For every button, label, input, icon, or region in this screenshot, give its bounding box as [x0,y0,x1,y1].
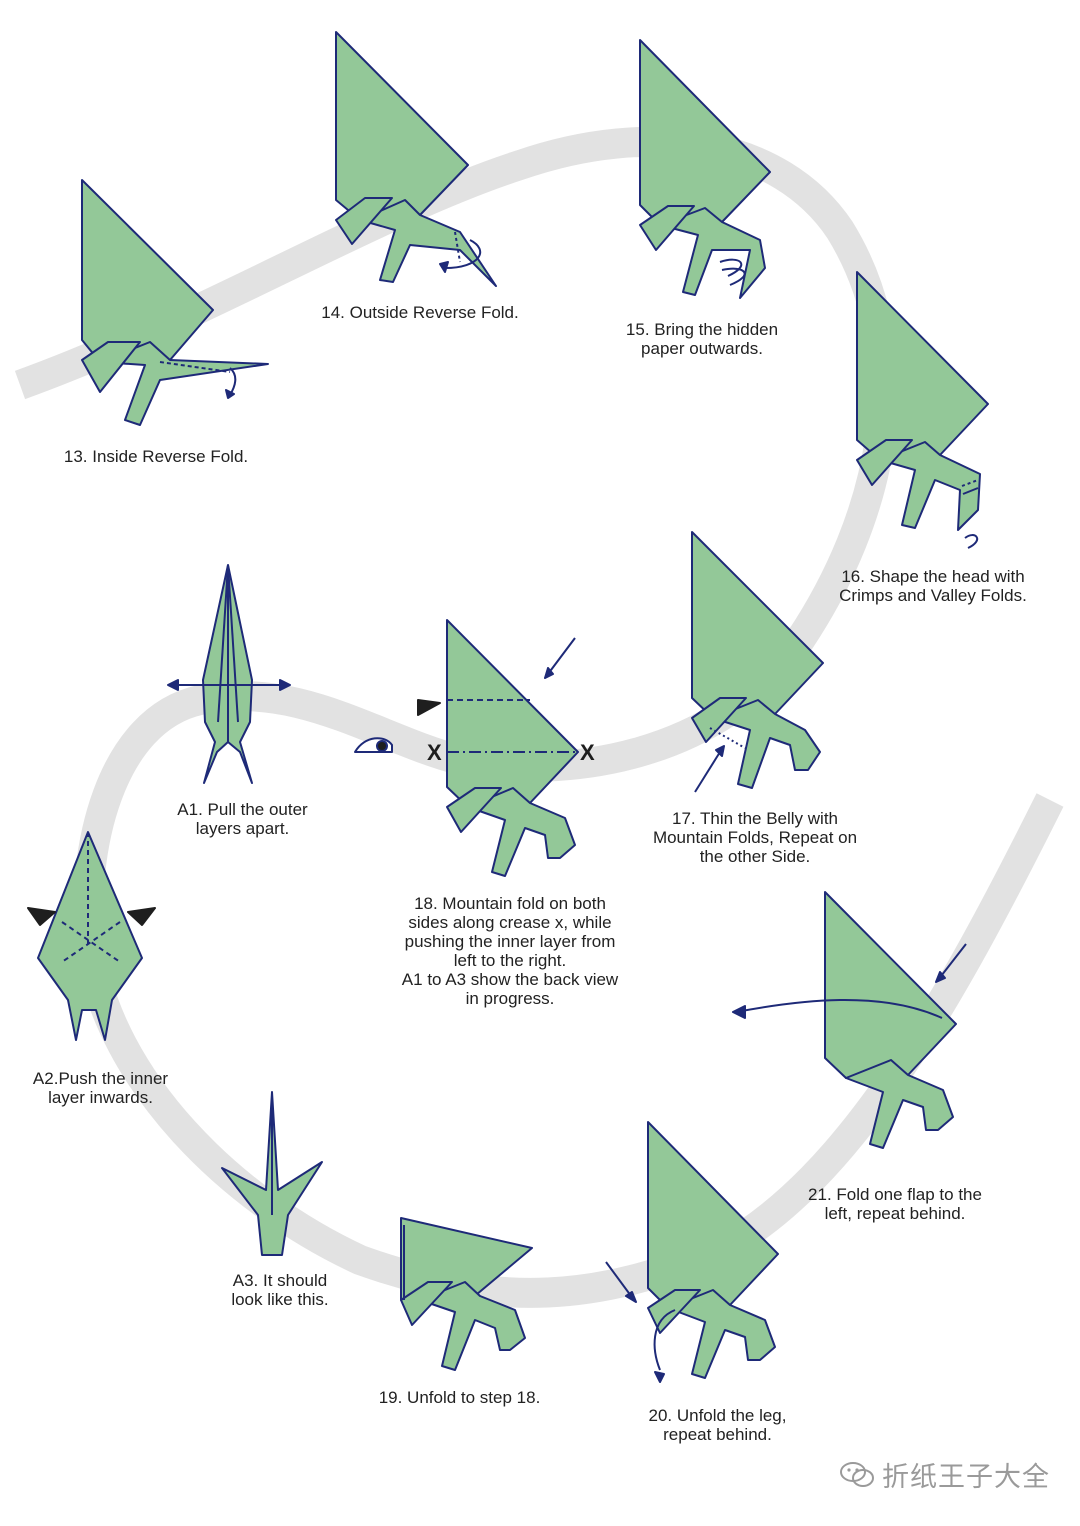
step-a1-figure [167,564,291,784]
caption-step-21: 21. Fold one flap to the left, repeat be… [808,1185,982,1223]
caption-step-14: 14. Outside Reverse Fold. [321,303,519,322]
step-13-figure [81,179,269,426]
caption-step-19: 19. Unfold to step 18. [378,1388,541,1407]
step-14-figure [335,31,497,287]
watermark: 折纸王子大全 [840,1455,1050,1494]
step-16-figure [856,271,989,549]
caption-step-a1: A1. Pull the outer layers apart. [177,800,308,838]
caption-step-13: 13. Inside Reverse Fold. [63,447,249,466]
caption-step-16: 16. Shape the head with Crimps and Valle… [839,567,1027,605]
caption-step-20: 20. Unfold the leg, repeat behind. [648,1406,787,1444]
step-15-figure [639,39,771,299]
crease-label-left: X [427,740,442,765]
wechat-icon [840,1461,874,1487]
caption-step-15: 15. Bring the hidden paper outwards. [625,320,779,358]
crease-label-right: X [580,740,595,765]
step-a2-figure [27,831,156,1041]
caption-step-18: 18. Mountain fold on both sides along cr… [401,894,619,1008]
step-a3-figure [221,1091,323,1256]
step-17-figure [691,531,824,793]
watermark-text: 折纸王子大全 [882,1462,1050,1493]
step-20-figure [605,1121,779,1383]
caption-step-a3: A3. It should look like this. [231,1271,329,1309]
step-18-figure [354,619,579,877]
step-19-figure [400,1217,533,1371]
step-21-figure [732,891,967,1149]
caption-step-17: 17. Thin the Belly with Mountain Folds, … [652,809,858,866]
caption-step-a2: A2.Push the inner layer inwards. [32,1069,169,1107]
